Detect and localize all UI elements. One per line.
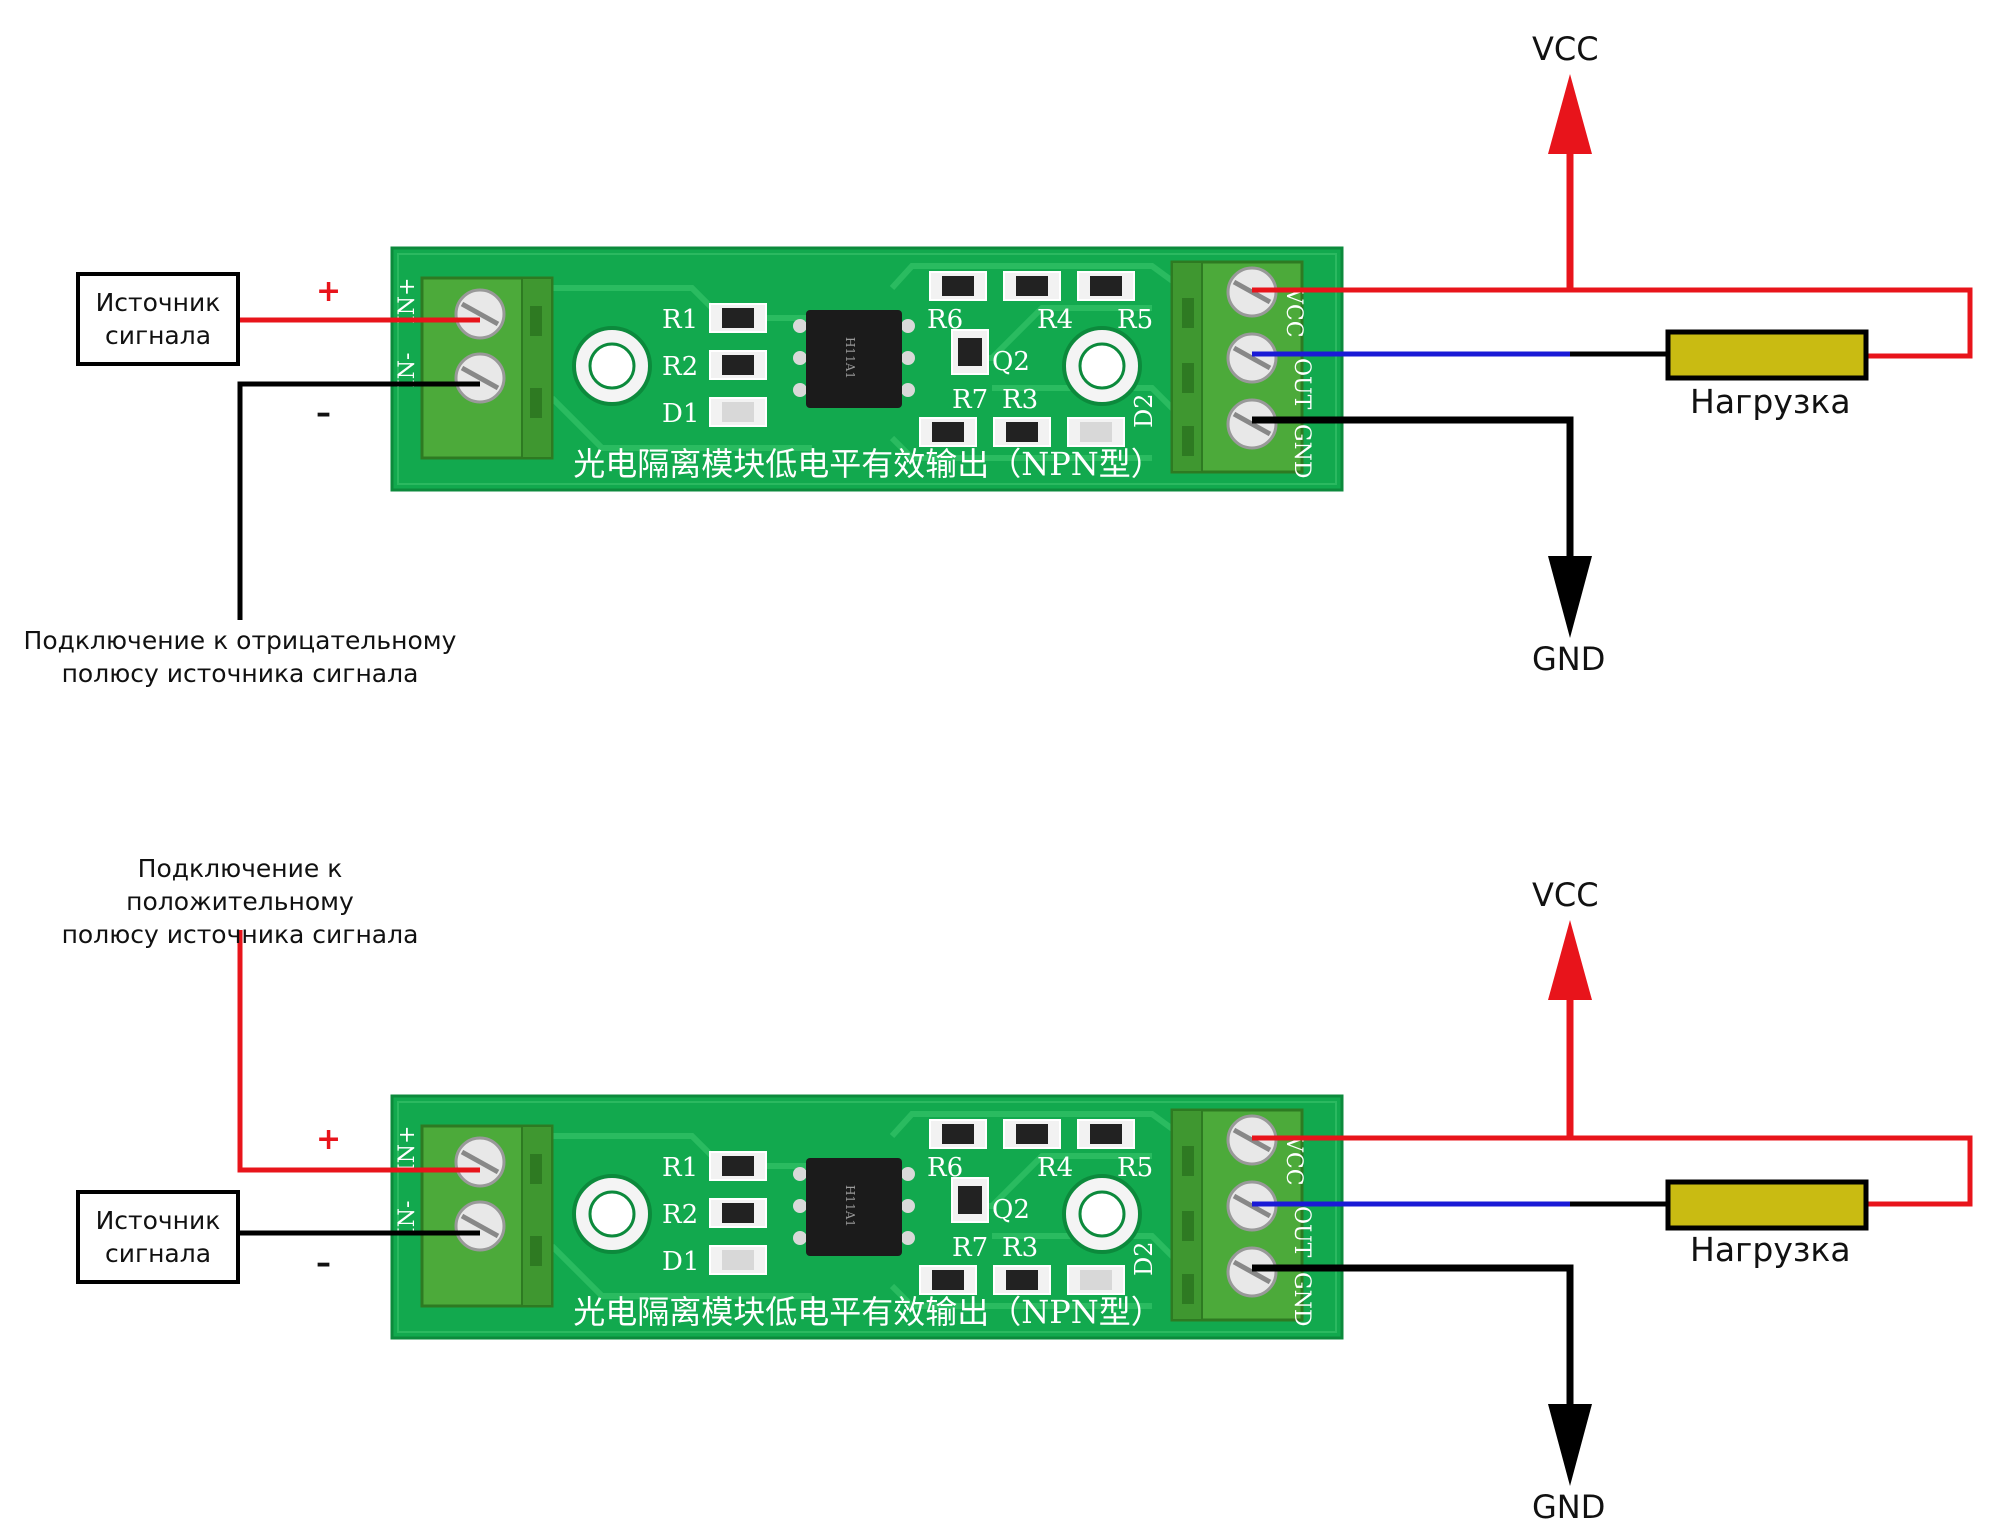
vcc-label: VCC <box>1532 876 1599 914</box>
wire-vcc <box>1252 1135 1973 1207</box>
gnd-label: GND <box>1532 1488 1606 1526</box>
diagram-2 <box>237 920 1973 1486</box>
board-silkscreen-title: 光电隔离模块低电平有效输出（NPN型） <box>573 445 1163 483</box>
wire-negative <box>237 381 480 620</box>
minus-label: – <box>316 396 331 431</box>
plus-label: + <box>316 1122 342 1157</box>
wire-vcc <box>1252 287 1973 359</box>
load-label: Нагрузка <box>1690 1230 1851 1269</box>
signal-source-label-line2: сигнала <box>104 1239 212 1268</box>
vcc-arrow <box>1548 74 1592 154</box>
wire-gnd <box>1252 416 1574 560</box>
note-line1: Подключение к положительному <box>126 854 354 916</box>
note-line2: полюсу источника сигнала <box>61 920 419 949</box>
minus-label: – <box>316 1246 331 1281</box>
signal-source-box: Источник сигнала <box>76 272 240 366</box>
signal-source-label-line2: сигнала <box>104 321 212 350</box>
gnd-arrow <box>1548 1404 1592 1486</box>
wire-gnd <box>1252 1264 1574 1408</box>
gnd-arrow <box>1548 556 1592 638</box>
signal-source-label-line1: Источник <box>95 288 221 317</box>
load-resistor <box>1665 1179 1869 1231</box>
vcc-arrow <box>1548 920 1592 1000</box>
load-resistor <box>1665 329 1869 381</box>
note-line1: Подключение к отрицательному <box>23 626 457 655</box>
gnd-label: GND <box>1532 640 1606 678</box>
signal-source-label-line1: Источник <box>95 1206 221 1235</box>
board-silkscreen-title: 光电隔离模块低电平有效输出（NPN型） <box>573 1293 1163 1331</box>
load-label: Нагрузка <box>1690 382 1851 421</box>
wire-positive <box>237 930 480 1173</box>
plus-label: + <box>316 274 342 309</box>
note-line2: полюсу источника сигнала <box>61 659 419 688</box>
signal-source-box: Источник сигнала <box>76 1190 240 1284</box>
positive-pole-note: Подключение к положительному полюсу исто… <box>20 852 460 951</box>
diagram-1 <box>237 74 1973 638</box>
vcc-label: VCC <box>1532 30 1599 68</box>
negative-pole-note: Подключение к отрицательному полюсу исто… <box>20 624 460 690</box>
